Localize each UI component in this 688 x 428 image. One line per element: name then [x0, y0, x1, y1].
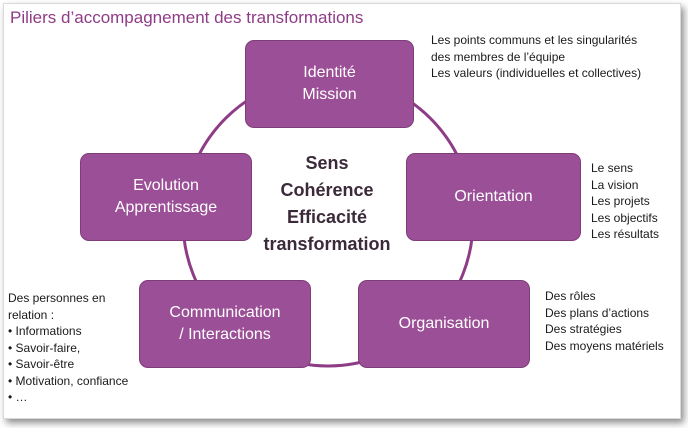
note-orientation-line-2: La vision	[591, 177, 639, 192]
pillar-communication: Communication / Interactions	[139, 280, 311, 368]
note-orientation-line-4: Les objectifs	[591, 210, 658, 225]
center-line-1: Sens	[305, 153, 349, 173]
pillar-identite-line-2: Mission	[302, 86, 357, 103]
note-orientation-line-3: Les projets	[591, 194, 650, 208]
note-communication: Des personnes en relation : • Informatio…	[8, 290, 128, 406]
note-orientation-line-1: Le sens	[591, 161, 634, 175]
note-orientation: Le sens La vision Les projets Les object…	[591, 160, 659, 243]
center-line-4: transformation	[263, 234, 391, 254]
note-communication-line-3: • Informations	[8, 324, 82, 338]
note-communication-line-1: Des personnes en	[8, 291, 106, 305]
center-line-3: Efficacité	[286, 207, 368, 227]
pillar-evolution-line-1: Evolution	[133, 177, 199, 194]
note-communication-line-6: • Motivation, confiance	[8, 373, 129, 388]
pillar-identite-line-1: Identité	[303, 64, 356, 81]
note-communication-line-5: • Savoir-être	[8, 357, 75, 371]
note-identite-line-3: Les valeurs (individuelles et collective…	[431, 66, 642, 80]
pillar-organisation: Organisation	[358, 280, 530, 368]
note-organisation-line-4: Des moyens matériels	[545, 338, 664, 353]
pillar-organisation-line-1: Organisation	[398, 315, 490, 332]
note-communication-line-2: relation :	[8, 307, 55, 322]
pillar-evolution: Evolution Apprentissage	[80, 153, 252, 241]
note-identite-line-1: Les points communs et les singularités	[431, 33, 638, 47]
note-orientation-line-5: Les résultats	[591, 227, 660, 241]
note-communication-line-7: • …	[8, 390, 28, 404]
note-organisation-line-3: Des stratégies	[545, 322, 622, 336]
pillar-communication-line-1: Communication	[169, 304, 281, 321]
center-line-2: Cohérence	[280, 180, 374, 200]
note-organisation-line-2: Des plans d’actions	[545, 305, 650, 320]
note-organisation: Des rôles Des plans d’actions Des straté…	[545, 288, 664, 354]
pillar-evolution-line-2: Apprentissage	[114, 199, 218, 216]
center-text: Sens Cohérence Efficacité transformation	[232, 150, 422, 258]
pillar-orientation-line-1: Orientation	[454, 188, 533, 205]
pillar-communication-line-2: / Interactions	[179, 326, 271, 343]
pillar-orientation: Orientation	[406, 153, 581, 241]
diagram-title: Piliers d’accompagnement des transformat…	[10, 8, 364, 27]
note-organisation-line-1: Des rôles	[545, 289, 596, 303]
pillar-identite: Identité Mission	[245, 40, 414, 128]
note-identite: Les points communs et les singularités d…	[431, 32, 641, 82]
note-communication-line-4: • Savoir-faire,	[8, 340, 81, 355]
note-identite-line-2: des membres de l’équipe	[431, 49, 566, 64]
